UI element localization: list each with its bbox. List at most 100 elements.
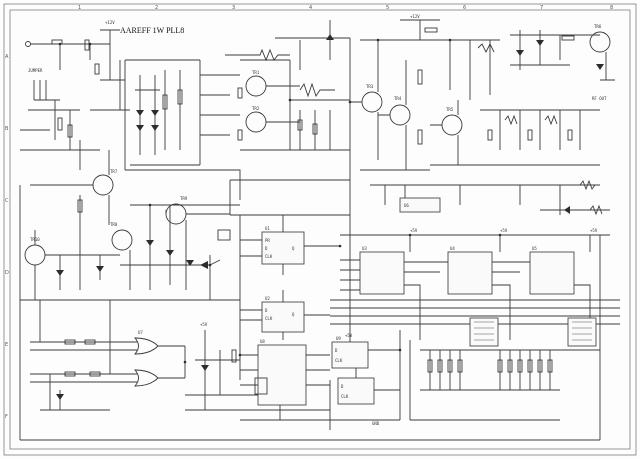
transistor-q8-icon <box>111 229 133 251</box>
rf-driver-section: TR3 TR4 <box>275 19 440 180</box>
lowpass-filter: U6 <box>370 179 610 216</box>
gate-u7b <box>134 369 159 387</box>
reference-oscillator: U8 <box>185 330 400 430</box>
u9-label: U9 <box>336 336 341 341</box>
schematic-title: AAREFF 1W PLL8 <box>120 26 184 35</box>
ic-u3 <box>359 251 405 295</box>
border-column-labels: 1 2 3 4 5 6 7 8 <box>78 5 613 11</box>
phase-detector-buffer: TR7 TR8 TR9 <box>30 150 240 290</box>
row-label: C <box>5 198 9 204</box>
tuning-line <box>125 169 241 200</box>
transistor-q6-icon <box>589 31 611 53</box>
gate-u7a <box>134 337 159 355</box>
logic-gates: U7 <box>30 300 186 411</box>
row-label: E <box>5 342 8 348</box>
input-section: JUMPER <box>20 29 130 170</box>
row-label: F <box>5 414 8 420</box>
q9-label: TR9 <box>180 196 188 201</box>
ic-u9a <box>331 341 369 369</box>
col-label: 8 <box>610 5 613 11</box>
dip-switch-1[interactable] <box>469 317 499 347</box>
sheet-inner-border <box>9 9 631 450</box>
ic-u6 <box>399 197 441 213</box>
vco-section <box>124 59 201 170</box>
u2-pin-d: D <box>265 308 268 313</box>
u9-pin-clk: CLK <box>335 358 343 363</box>
u9b-pin-d: D <box>341 384 344 389</box>
col-label: 2 <box>155 5 158 11</box>
regulator-section: TR6 <box>510 24 615 81</box>
transistor-q7-icon <box>92 174 114 196</box>
power-label-5v-4: +5V <box>200 322 208 327</box>
power-label-12v: +12V <box>105 20 115 25</box>
col-label: 6 <box>463 5 466 11</box>
dip-switch-2[interactable] <box>567 317 597 347</box>
q4-label: TR4 <box>394 96 402 101</box>
transistor-q4-icon <box>389 104 411 126</box>
q6-label: TR6 <box>594 24 602 29</box>
rf-out-label: RF OUT <box>592 96 607 101</box>
transistor-q2-icon <box>245 111 267 133</box>
vco-feedback-line <box>229 179 350 215</box>
q8-label: TR8 <box>110 222 118 227</box>
power-label-5v-2: +5V <box>500 228 508 233</box>
u1-pin-pr: PR <box>265 238 270 243</box>
col-label: 1 <box>78 5 81 11</box>
u8-label: U8 <box>260 339 265 344</box>
sheet-border <box>3 3 637 456</box>
dip-switches <box>409 317 600 421</box>
prescaler-ics: U1 PR D CLK Q U2 D CLK Q <box>230 180 351 380</box>
col-label: 5 <box>386 5 389 11</box>
ic-u9b <box>337 377 375 405</box>
phase-comparator: U9 D CLK D CLK GND <box>331 330 401 426</box>
transistor-q9-icon <box>165 203 187 225</box>
col-label: 4 <box>309 5 312 11</box>
u4-label: U4 <box>450 246 455 251</box>
col-label: 7 <box>540 5 543 11</box>
ground-bus <box>19 185 601 441</box>
row-label: A <box>5 54 9 60</box>
output-section: TR5 RF OUT <box>430 39 607 166</box>
u9-pin-d: D <box>335 348 338 353</box>
u3-label: U3 <box>362 246 367 251</box>
transistor-q3-icon <box>361 91 383 113</box>
pll-counters: U3 U4 U5 <box>330 234 620 340</box>
loop-filter-section: TR10 <box>20 229 240 301</box>
q7-label: TR7 <box>110 169 118 174</box>
u7-label: U7 <box>138 330 143 335</box>
jumper-label: JUMPER <box>28 68 43 73</box>
ic-u4 <box>447 251 493 295</box>
u1-label: U1 <box>265 226 270 231</box>
u1-pin-d: D <box>265 246 268 251</box>
u5-label: U5 <box>532 246 537 251</box>
ic-u1 <box>261 231 305 265</box>
power-label-5v-3: +5V <box>590 228 598 233</box>
power-label-5v: +5V <box>410 228 418 233</box>
u2-pin-q: Q <box>292 312 295 317</box>
border-row-labels: A B C D E F <box>5 54 9 420</box>
row-label: D <box>5 270 9 276</box>
q5-label: TR5 <box>446 107 454 112</box>
oscillator-section: TR1 TR2 <box>200 48 300 151</box>
u9b-pin-clk: CLK <box>341 394 349 399</box>
u1-pin-clk: CLK <box>265 254 273 259</box>
junctions <box>58 38 502 364</box>
u2-label: U2 <box>265 296 270 301</box>
gnd-label: GND <box>372 421 380 426</box>
ic-u5 <box>529 251 575 295</box>
power-label-5v-5: +5V <box>345 333 353 338</box>
ic-u8 <box>257 344 307 406</box>
power-label-12v-2: +12V <box>410 14 420 19</box>
transistor-q10-icon <box>24 244 46 266</box>
q3-label: TR3 <box>366 84 374 89</box>
transistor-q1-icon <box>245 75 267 97</box>
u6-label: U6 <box>404 203 409 208</box>
u1-pin-q: Q <box>292 246 295 251</box>
u2-pin-clk: CLK <box>265 316 273 321</box>
row-label: B <box>5 126 9 132</box>
q1-label: TR1 <box>252 70 260 75</box>
col-label: 3 <box>232 5 235 11</box>
q2-label: TR2 <box>252 106 260 111</box>
